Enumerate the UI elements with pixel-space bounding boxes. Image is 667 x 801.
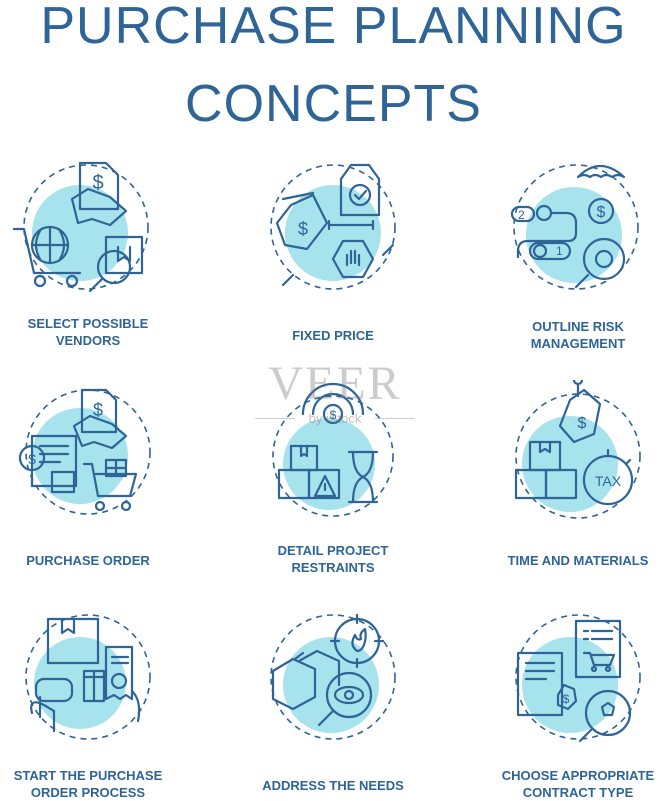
svg-text:$: $ (93, 400, 103, 420)
project-restraints-icon: $ (272, 382, 394, 517)
page-title-line-1: PURCHASE PLANNING (40, 0, 627, 55)
svg-text:$: $ (578, 415, 587, 432)
svg-text:2: 2 (518, 208, 525, 222)
order-process-icon (25, 614, 151, 740)
tax-boxes-icon: $ TAX (514, 380, 641, 519)
concept-caption: OUTLINE RISK MANAGEMENT (530, 319, 626, 351)
concept-caption: TIME AND MATERIALS (507, 553, 649, 568)
needs-target-icon (270, 613, 396, 740)
svg-text:$: $ (563, 692, 570, 706)
svg-text:$: $ (330, 408, 337, 422)
risk-umbrella-icon: $ 2 1 (510, 164, 639, 290)
svg-text:$: $ (597, 204, 606, 221)
concept-caption: SELECT POSSIBLE VENDORS (27, 316, 149, 348)
svg-text:1: 1 (556, 244, 563, 258)
svg-text:$: $ (92, 172, 103, 194)
concept-caption: CHOOSE APPROPRIATE CONTRACT TYPE (501, 768, 655, 800)
concept-caption: FIXED PRICE (292, 328, 374, 343)
concept-caption: ADDRESS THE NEEDS (262, 778, 404, 793)
concept-caption: START THE PURCHASE ORDER PROCESS (13, 768, 163, 800)
concept-caption: DETAIL PROJECT RESTRAINTS (277, 543, 389, 575)
svg-text:$: $ (28, 451, 36, 467)
svg-text:$: $ (298, 219, 308, 239)
contract-icon: $ (515, 614, 641, 743)
concept-caption: PURCHASE ORDER (26, 553, 150, 568)
svg-text:TAX: TAX (595, 473, 622, 489)
vendors-icon: $ (12, 161, 149, 293)
page-title-line-2: CONCEPTS (185, 75, 482, 133)
purchase-order-icon: $ $ (18, 388, 151, 515)
price-tag-icon: $ (270, 163, 396, 290)
